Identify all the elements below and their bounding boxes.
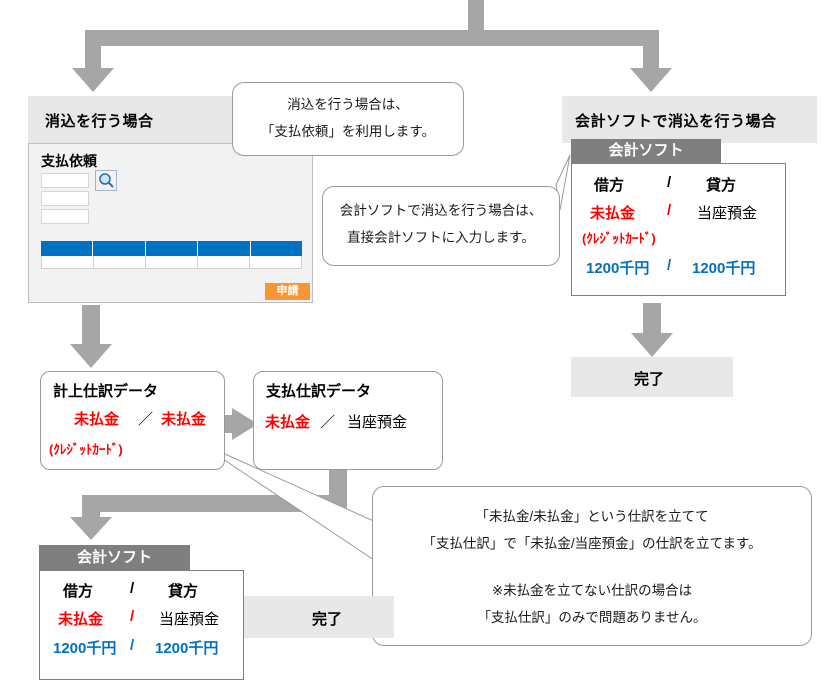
- accrual-journal-box: 計上仕訳データ 未払金 ／ 未払金 (ｸﾚｼﾞｯﾄｶｰﾄﾞ): [40, 371, 225, 470]
- right-col-separator: /: [667, 174, 672, 191]
- right-debit-account: 未払金: [590, 205, 636, 222]
- payment-title: 支払仕訳データ: [266, 383, 372, 400]
- payment-credit: 当座預金: [347, 414, 408, 431]
- table-cell: [94, 256, 146, 269]
- callout-bottom-line1: 「未払金/未払金」という仕訳を立てて: [475, 509, 709, 524]
- right-done-label: 完了: [634, 371, 665, 388]
- table-cell: [41, 256, 94, 269]
- right-col-debit: 借方: [594, 177, 625, 194]
- callout-middle-line1: 会計ソフトで消込を行う場合は、: [339, 203, 543, 218]
- callout-left-line2: 「支払依頼」を利用します。: [260, 124, 436, 139]
- form-title: 支払依頼: [41, 153, 97, 169]
- form-input-2[interactable]: [41, 191, 89, 206]
- table-header-cell: [198, 241, 251, 256]
- right-section-label: 会計ソフトで消込を行う場合: [575, 113, 777, 130]
- bottom-amount-credit: 1200千円: [155, 640, 219, 657]
- right-col-credit: 貸方: [706, 177, 737, 194]
- bottom-accounting-box: 借方 / 貸方 未払金 / 当座預金 1200千円 / 1200千円: [39, 570, 244, 680]
- right-done-box: [571, 357, 733, 397]
- form-input-3[interactable]: [41, 209, 89, 224]
- accrual-note: (ｸﾚｼﾞｯﾄｶｰﾄﾞ): [49, 442, 123, 457]
- accrual-title: 計上仕訳データ: [53, 383, 159, 400]
- callout-middle-line2: 直接会計ソフトに入力します。: [347, 230, 535, 245]
- right-row-separator: /: [667, 202, 672, 219]
- table-header-cell: [41, 241, 94, 256]
- callout-bottom-spacer: [373, 557, 811, 577]
- callout-left-line1: 消込を行う場合は、: [287, 97, 409, 112]
- top-branch-arrow: [72, 0, 672, 92]
- table-header-row: [41, 241, 303, 256]
- accrual-credit: 未払金: [161, 411, 207, 428]
- bottom-amount-debit: 1200千円: [53, 640, 117, 657]
- callout-middle: 会計ソフトで消込を行う場合は、 直接会計ソフトに入力します。: [322, 186, 560, 266]
- magnifier-icon[interactable]: [95, 170, 117, 191]
- right-accounting-header: 会計ソフト: [571, 139, 721, 163]
- table-header-cell: [145, 241, 199, 256]
- bottom-accounting-header: 会計ソフト: [39, 545, 190, 570]
- right-amount-credit: 1200千円: [692, 260, 756, 277]
- bottom-amount-separator: /: [130, 637, 135, 654]
- arrow-right-to-done: [631, 303, 673, 357]
- bottom-done-label: 完了: [312, 611, 343, 628]
- bottom-done-band: [244, 596, 394, 638]
- payment-debit: 未払金: [265, 414, 311, 431]
- callout-bottom: 「未払金/未払金」という仕訳を立てて 「支払仕訳」で「未払金/当座預金」の仕訳を…: [372, 486, 812, 646]
- table-row[interactable]: [41, 256, 302, 269]
- callout-bottom-line4: ※未払金を立てない仕訳の場合は: [491, 583, 693, 598]
- bottom-debit-account: 未払金: [58, 611, 104, 628]
- accrual-debit: 未払金: [74, 411, 120, 428]
- callout-left: 消込を行う場合は、 「支払依頼」を利用します。: [232, 82, 464, 156]
- right-amount-separator: /: [667, 257, 672, 274]
- apply-button[interactable]: 申請: [265, 283, 310, 300]
- table-header-cell: [250, 241, 303, 256]
- table-cell: [198, 256, 250, 269]
- table-cell: [146, 256, 198, 269]
- bottom-col-debit: 借方: [63, 583, 94, 600]
- right-credit-account: 当座預金: [697, 205, 758, 222]
- left-section-label: 消込を行う場合: [45, 113, 154, 130]
- right-note-account: (ｸﾚｼﾞｯﾄｶｰﾄﾞ): [582, 231, 656, 246]
- arrow-form-to-accrual: [70, 305, 112, 368]
- table-cell: [250, 256, 302, 269]
- bottom-row-separator: /: [130, 608, 135, 625]
- right-section-band: [562, 96, 817, 143]
- right-amount-debit: 1200千円: [586, 260, 650, 277]
- arrow-payment-to-bottom-accounting: [70, 468, 347, 540]
- accrual-separator: ／: [138, 411, 154, 428]
- bottom-col-separator: /: [130, 580, 135, 597]
- table-header-cell: [93, 241, 146, 256]
- right-accounting-box: 借方 / 貸方 未払金 / 当座預金 (ｸﾚｼﾞｯﾄｶｰﾄﾞ) 1200千円 /…: [571, 163, 786, 296]
- form-input-1[interactable]: [41, 173, 89, 188]
- payment-journal-box: 支払仕訳データ 未払金 ／ 当座預金: [253, 371, 443, 470]
- form-table: [41, 241, 303, 269]
- callout-bottom-line5: 「支払仕訳」のみで問題ありません。: [477, 610, 707, 625]
- payment-separator: ／: [320, 414, 336, 431]
- bottom-col-credit: 貸方: [168, 583, 199, 600]
- magnifier-glyph: [99, 173, 114, 188]
- bottom-credit-account: 当座預金: [159, 611, 220, 628]
- payment-request-form-panel: 支払依頼 申請: [28, 143, 313, 303]
- callout-bottom-line2: 「支払仕訳」で「未払金/当座預金」の仕訳を立てます。: [422, 536, 762, 551]
